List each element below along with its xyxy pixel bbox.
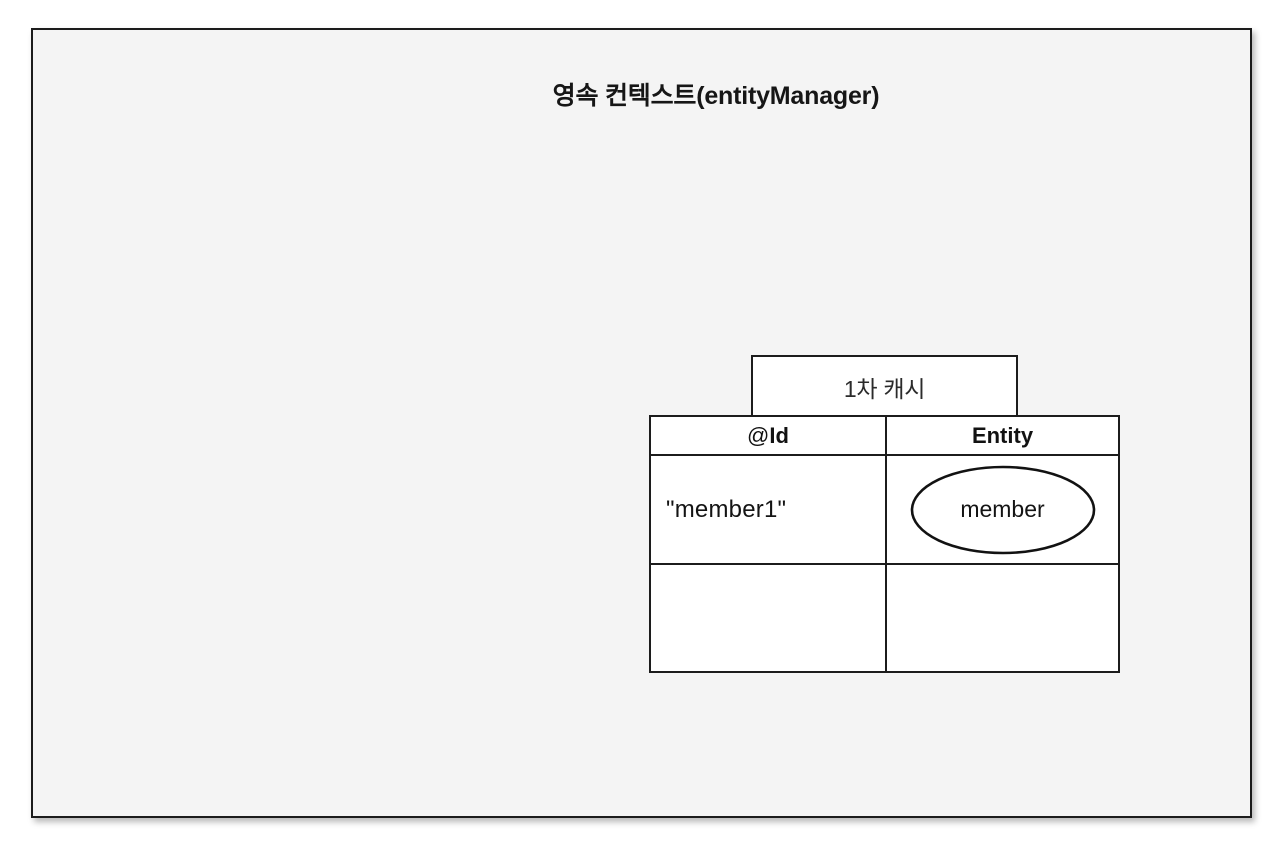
cache-label-box: 1차 캐시 <box>751 355 1018 416</box>
table-header-row: @Id Entity <box>649 415 1120 456</box>
column-header-id-label: Id <box>769 422 789 448</box>
entity-cell-empty <box>885 563 1120 673</box>
id-cell: "member1" <box>649 454 887 565</box>
table-row: "member1" member <box>649 454 1120 565</box>
cache-label-text: 1차 캐시 <box>843 375 926 402</box>
page-title: 영속 컨텍스트(entityManager) <box>552 82 880 110</box>
slide-frame: 영속 컨텍스트(entityManager) 1차 캐시 @Id Entity … <box>31 28 1252 818</box>
column-header-entity: Entity <box>885 415 1120 456</box>
at-symbol: @ <box>747 422 770 448</box>
id-cell-value: "member1" <box>666 495 787 523</box>
cache-table: @Id Entity "member1" member <box>649 415 1120 673</box>
first-level-cache-diagram: 1차 캐시 @Id Entity "member1" <box>618 324 1138 684</box>
entity-cell: member <box>885 454 1120 565</box>
column-header-id: @Id <box>649 415 887 456</box>
table-row <box>649 563 1120 673</box>
entity-ellipse: member <box>909 464 1097 556</box>
entity-ellipse-label: member <box>960 496 1045 522</box>
id-cell-empty <box>649 563 887 673</box>
